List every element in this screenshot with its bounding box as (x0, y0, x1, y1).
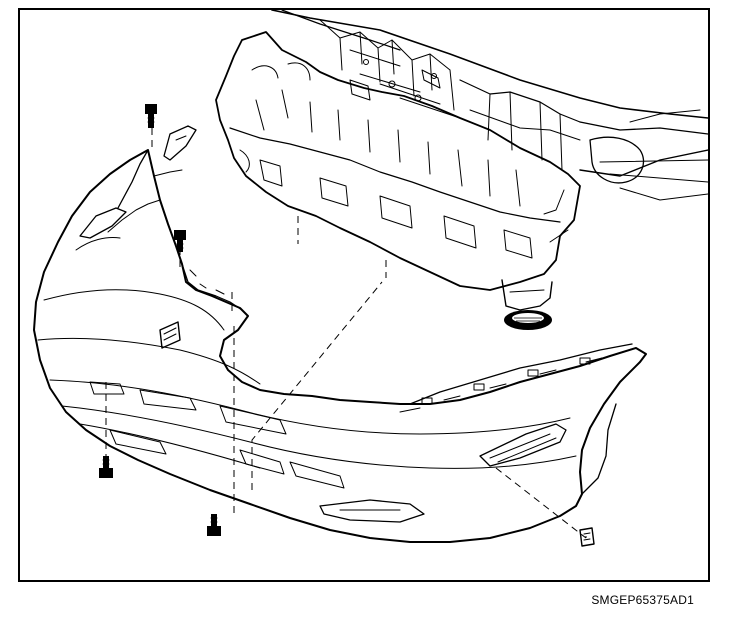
front-bumper-fascia (33, 125, 647, 543)
bumper-removal-diagram (33, 10, 708, 547)
fastener-lower-clip-right (579, 527, 595, 547)
alignment-guide-lines (105, 128, 587, 539)
fastener-upper-bolt (145, 104, 157, 128)
figure-code-label: SMGEP65375AD1 (591, 593, 694, 607)
vehicle-front-structure (271, 10, 708, 201)
fastener-lower-bolt-center (207, 514, 221, 536)
fastener-side-bolt (174, 230, 186, 252)
fastener-lower-bolt-left (99, 456, 113, 478)
diagram-frame (18, 8, 710, 582)
bumper-energy-absorber (215, 31, 581, 330)
